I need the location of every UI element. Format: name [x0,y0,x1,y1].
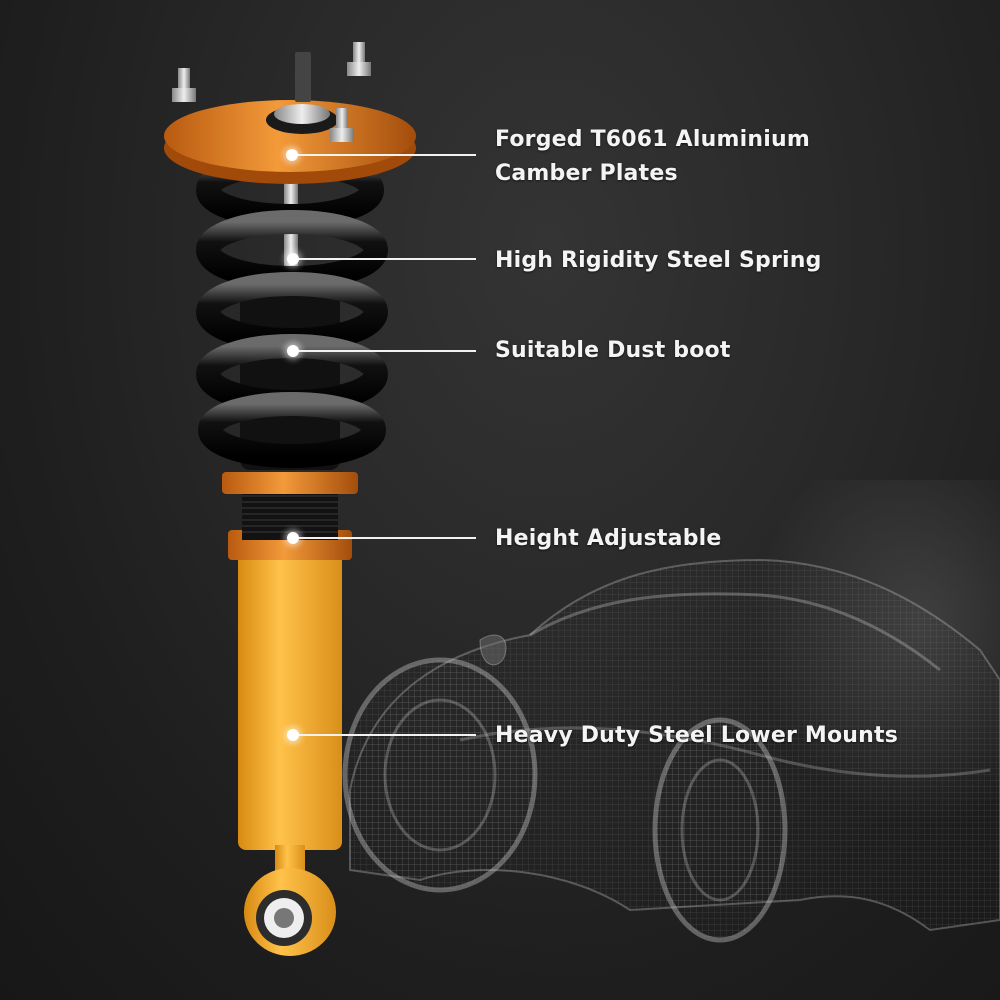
callout-line [292,154,476,156]
callout-label: Forged T6061 Aluminium Camber Plates [495,123,810,191]
callout-dot [287,532,299,544]
callout-dot [287,729,299,741]
callout-dot [287,345,299,357]
callout-line [293,258,476,260]
callout-label: High Rigidity Steel Spring [495,248,822,273]
callout-label: Height Adjustable [495,526,722,551]
callout-label-line2: Camber Plates [495,161,678,186]
callout-line [293,350,476,352]
callout-dot [286,149,298,161]
smoke-effect [740,480,1000,840]
callout-label-line1: Forged T6061 Aluminium [495,127,810,152]
callout-label: Suitable Dust boot [495,338,731,363]
coilover-strut [164,42,416,956]
callout-dot [287,253,299,265]
wireframe-car-illustration [342,558,1000,943]
callout-line [293,537,476,539]
callout-label: Heavy Duty Steel Lower Mounts [495,723,898,748]
callout-line [293,734,476,736]
